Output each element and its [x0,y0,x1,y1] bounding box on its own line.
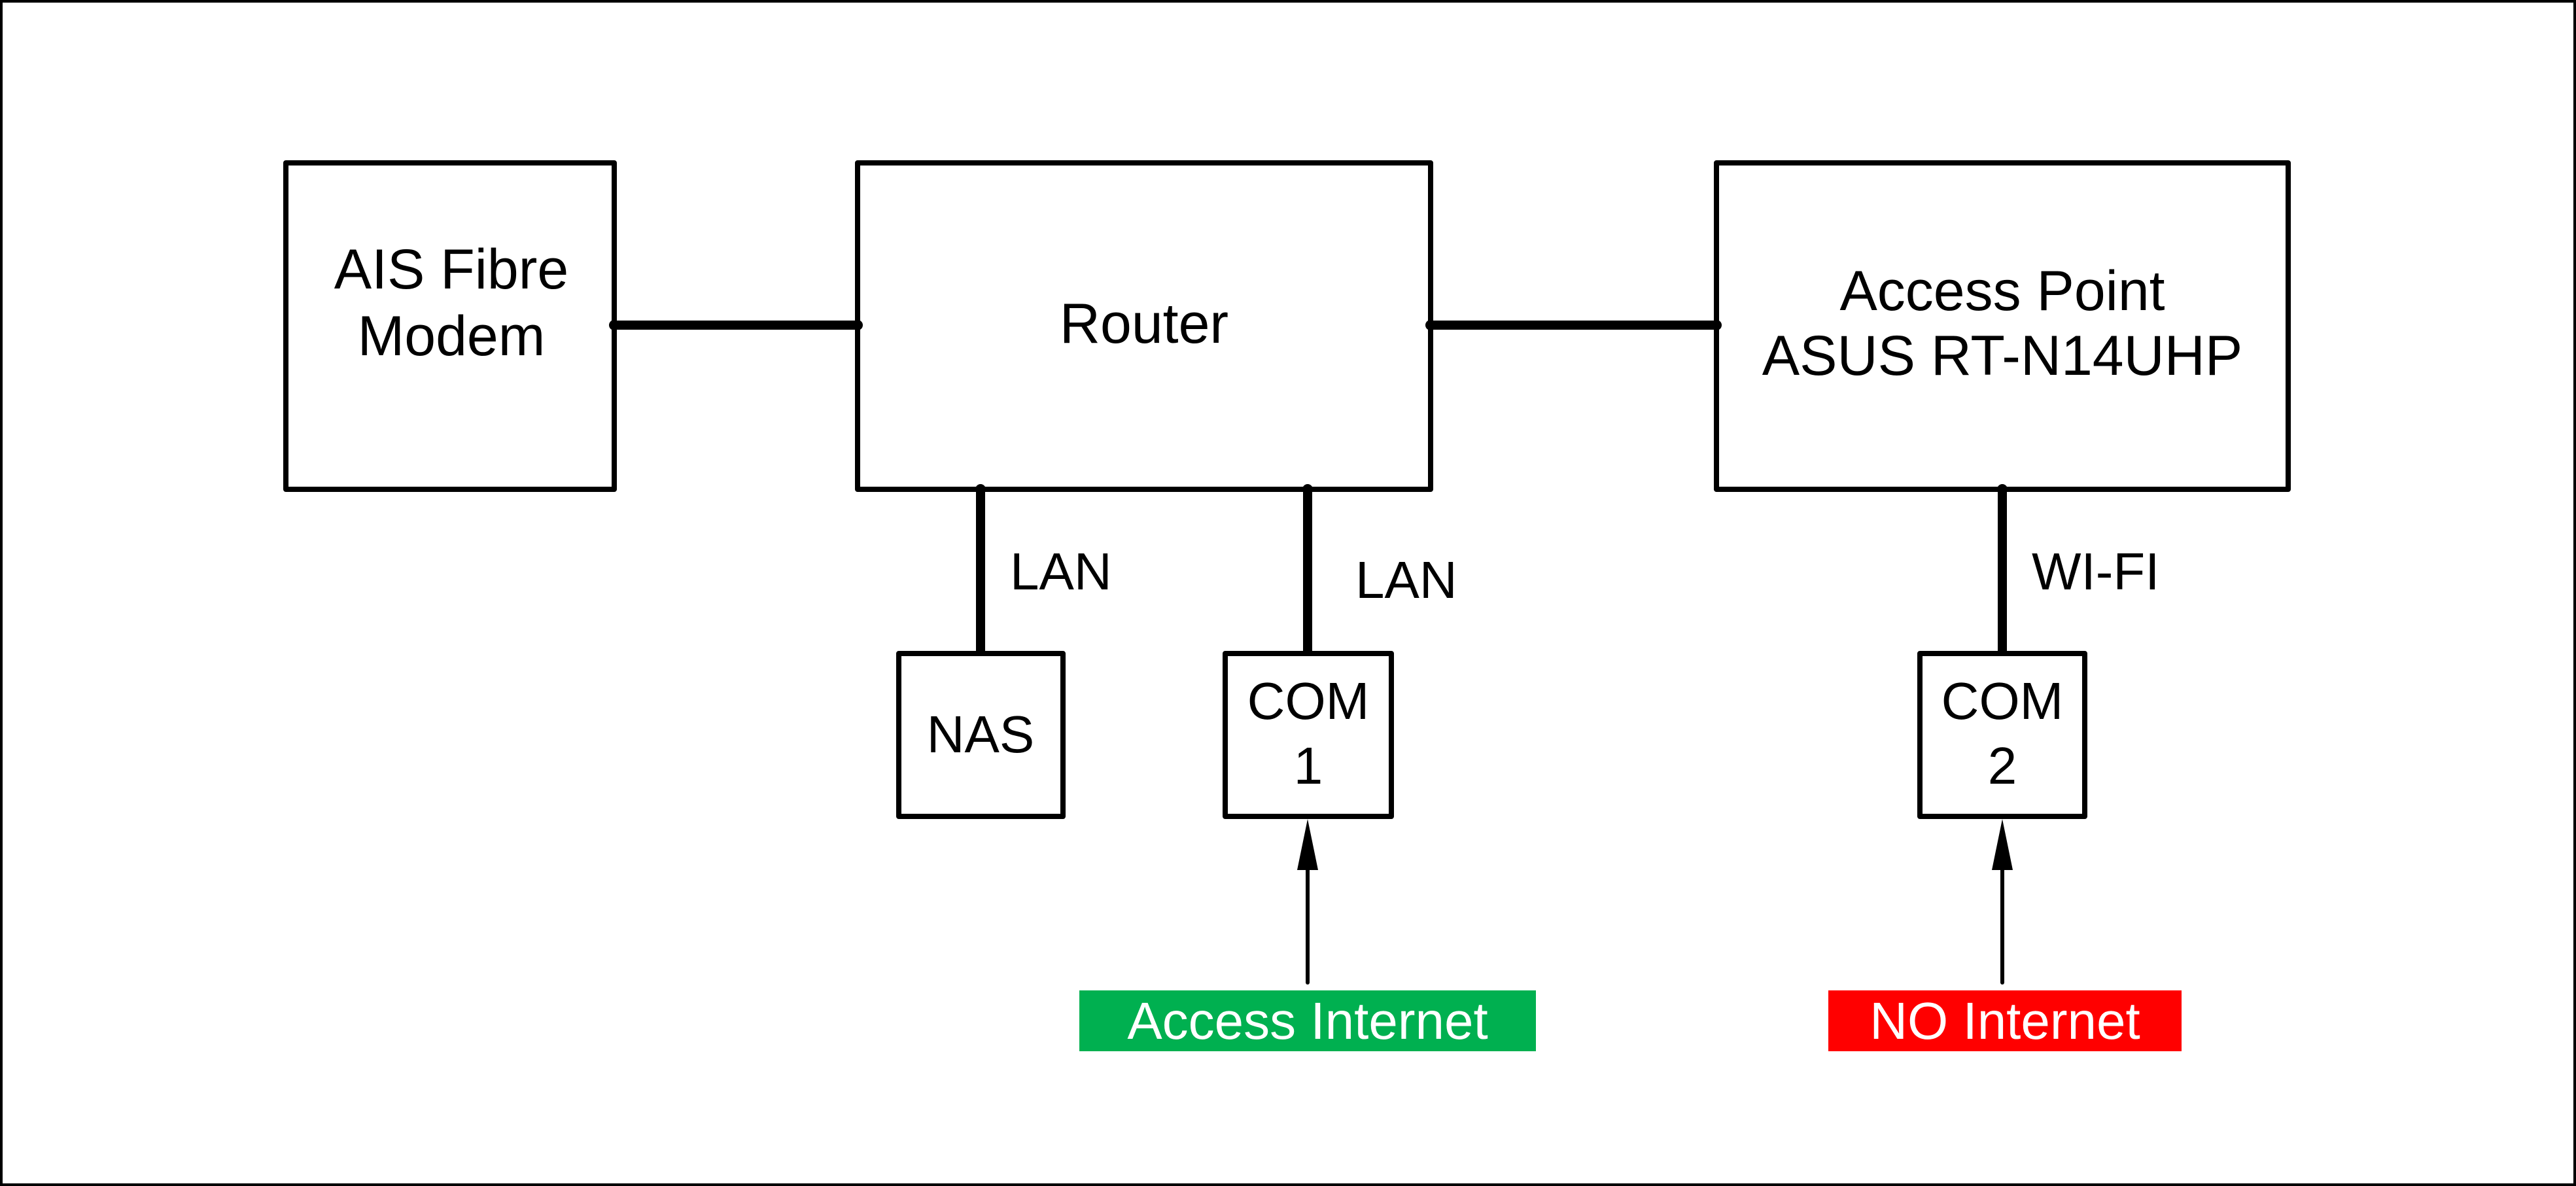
arrow-up-icon-com1 [1297,819,1318,985]
com1-box [1223,651,1394,819]
access-point-label-line2: ASUS RT-N14UHP [1762,324,2242,387]
node-nas: NAS [896,651,1066,819]
status-badge-com2-bg [1828,990,2182,1051]
status-badge-com1-bg [1079,990,1536,1051]
status-badge-com2-text: NO Internet [1870,992,2140,1050]
dot-router-left [852,320,863,330]
com2-box [1917,651,2087,819]
nas-box [896,651,1066,819]
link-label-wifi-com2: WI-FI [2032,542,2159,601]
nas-label: NAS [927,705,1035,763]
node-access-point: Access Point ASUS RT-N14UHP [1714,160,2291,492]
dot-modem-right [609,320,619,330]
com2-label-line2: 2 [1988,737,2017,795]
arrow-up-icon-com2 [1992,819,2013,985]
dot-router-com1 [1302,484,1313,495]
node-router: Router [855,160,1433,492]
dot-ap-left [1711,320,1722,330]
modem-box [283,160,617,492]
dot-router-right [1425,320,1436,330]
modem-label-line1: AIS Fibre [334,238,568,301]
link-label-lan-com1: LAN [1355,551,1457,609]
link-label-lan-nas: LAN [1010,542,1112,601]
modem-label-line2: Modem [358,305,546,368]
dot-router-nas [975,484,986,495]
node-com2: COM 2 [1917,651,2087,819]
dot-ap-com2 [1997,484,2008,495]
access-point-label-line1: Access Point [1839,260,2165,323]
router-label: Router [1060,292,1228,355]
connection-dots [609,320,2008,495]
access-point-box [1714,160,2291,492]
node-com1: COM 1 [1223,651,1394,819]
status-badge-com1-text: Access Internet [1127,992,1488,1050]
router-box [855,160,1433,492]
com1-label-line1: COM [1247,672,1370,730]
com1-label-line2: 1 [1294,737,1323,795]
com2-label-line1: COM [1941,672,2064,730]
status-badge-com2: NO Internet [1828,990,2182,1051]
status-badge-com1: Access Internet [1079,990,1536,1051]
node-modem: AIS Fibre Modem [283,160,617,492]
